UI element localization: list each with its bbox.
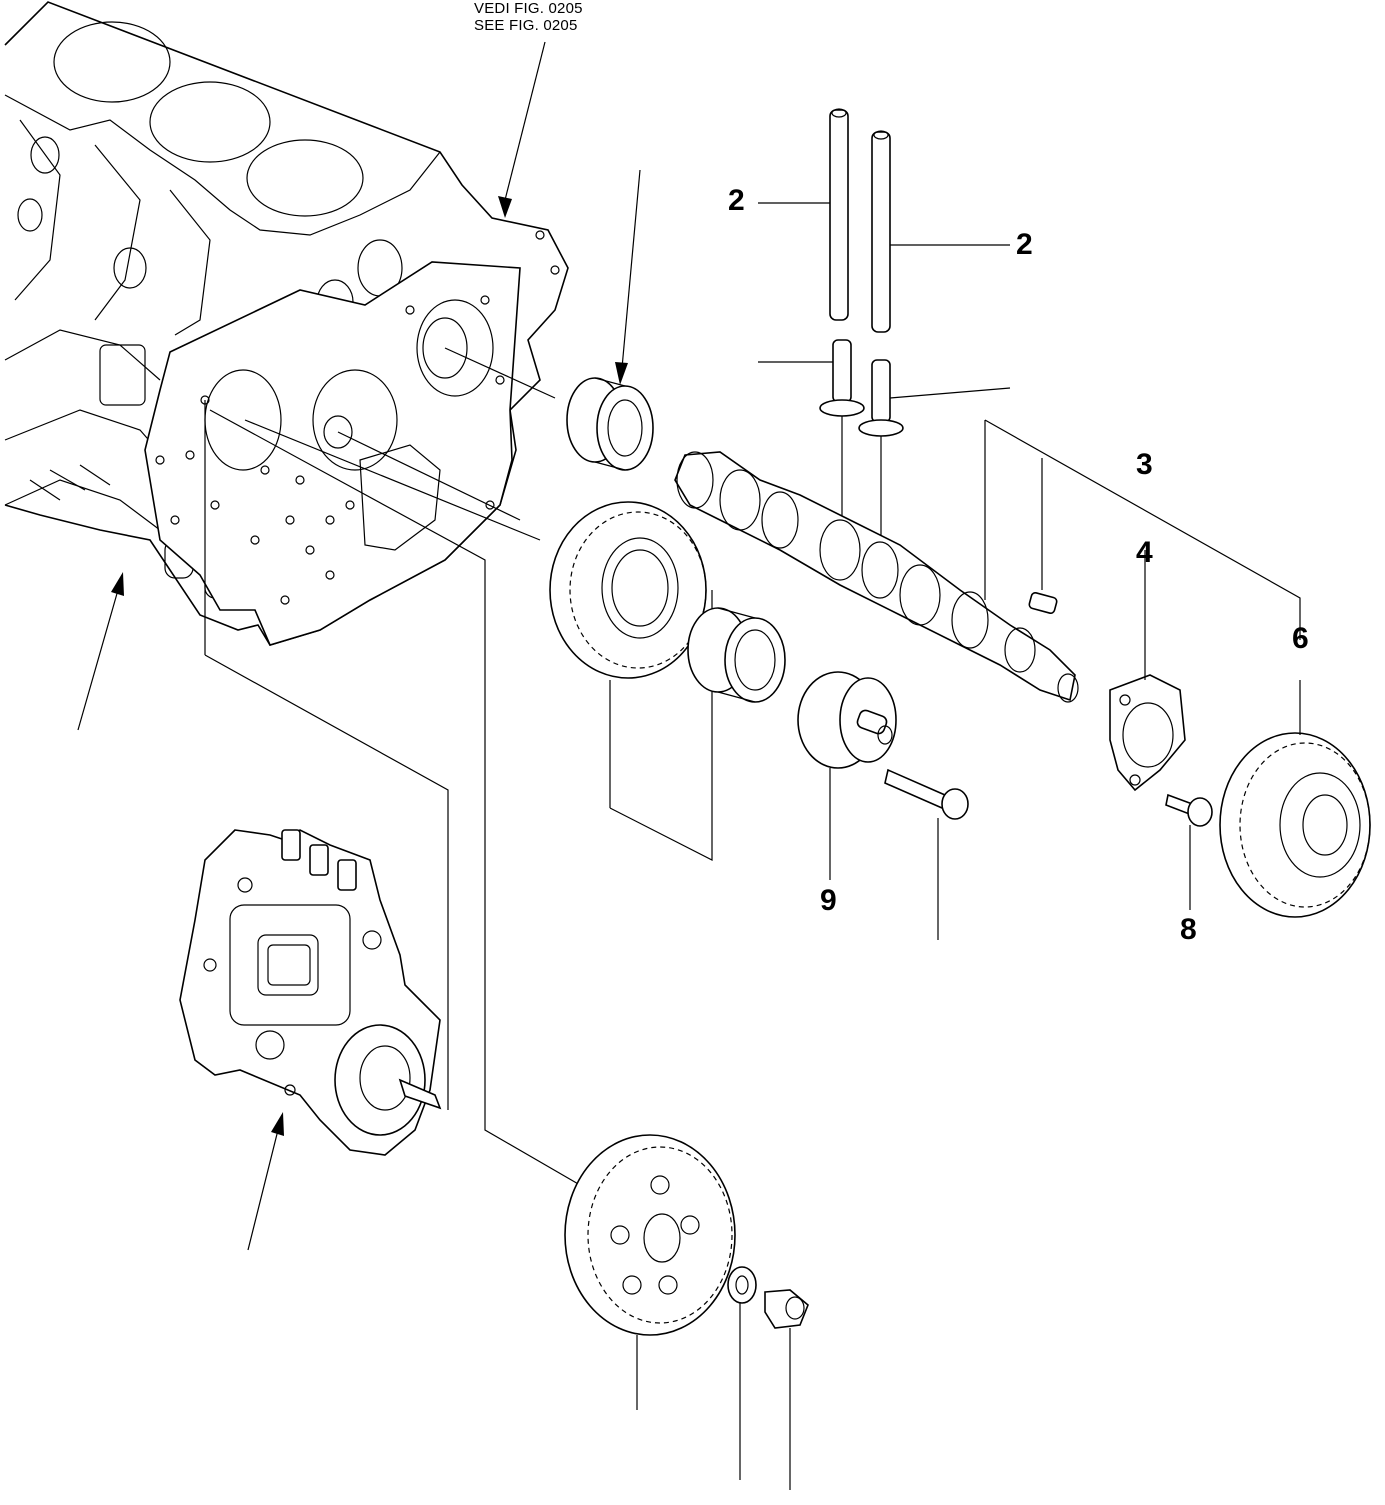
gear-nut [764, 1289, 809, 1490]
engine-block [4, 1, 569, 646]
lock-washer [727, 1266, 757, 1480]
thrust-plate [1109, 550, 1186, 792]
push-rods [758, 108, 1010, 333]
idler-bolt [884, 768, 969, 940]
callout-plate-bolt: 8 [1180, 913, 1197, 946]
reference-line-italian: VEDI FIG. 0205 [474, 0, 583, 17]
callout-push-rod-left: 2 [728, 184, 745, 217]
callout-idler-shaft: 9 [820, 884, 837, 917]
idler-gear [549, 501, 713, 861]
pointer-arrows [77, 41, 641, 1251]
camshaft [674, 451, 1079, 703]
idler-bushing [687, 607, 786, 703]
reference-line-english: SEE FIG. 0205 [474, 17, 578, 34]
camshaft-gear [1219, 680, 1371, 918]
injection-pump [179, 829, 442, 1156]
thrust-plate-bolt [1165, 793, 1213, 910]
woodruff-key [1028, 458, 1058, 614]
assembly-leader-lines [204, 347, 1301, 1186]
callout-thrust-plate-group: 3 [1136, 448, 1153, 481]
reference-note: VEDI FIG. 0205 SEE FIG. 0205 [474, 0, 583, 34]
callout-thrust-plate: 4 [1136, 536, 1153, 569]
injection-pump-gear [564, 1134, 736, 1410]
camshaft-bushing [566, 377, 654, 471]
valve-tappets [758, 339, 1011, 540]
callout-push-rod-right: 2 [1016, 228, 1033, 261]
idler-shaft [797, 671, 897, 880]
callout-camshaft-gear: 6 [1292, 622, 1309, 655]
